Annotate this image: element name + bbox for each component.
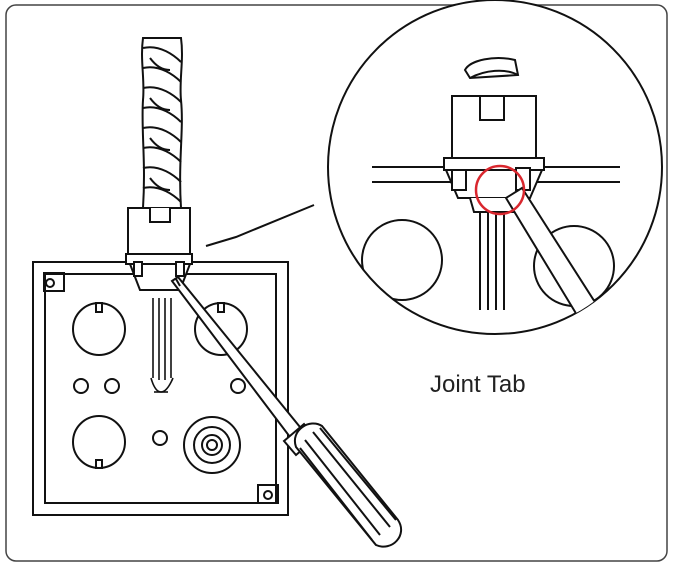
zoomed-detail — [361, 57, 620, 322]
joint-tab-highlight — [474, 164, 526, 216]
connector-icon — [125, 207, 193, 291]
outer-frame — [5, 4, 668, 562]
joint-tab-label: Joint Tab — [430, 371, 526, 398]
screwdriver-icon — [170, 275, 403, 548]
electrical-box-icon — [32, 261, 289, 516]
callout-leader-line — [205, 204, 315, 247]
wires — [150, 298, 174, 393]
flexible-conduit-icon — [141, 37, 183, 209]
